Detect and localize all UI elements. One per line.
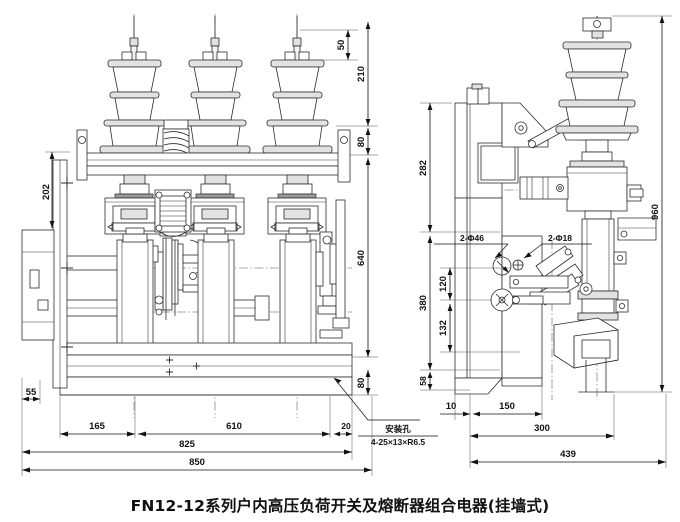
hole-46-label: 2-Φ46	[460, 233, 484, 243]
dim-640-label: 640	[356, 250, 367, 266]
hole-18-label: 2-Φ18	[548, 233, 572, 243]
dim-132-label: 132	[438, 320, 449, 336]
dim-202: 202	[41, 151, 70, 228]
switch-body-3	[267, 174, 327, 235]
mounting-hole-spec-label: 4-25×13×R6.5	[371, 437, 426, 447]
dim-50: 50	[300, 29, 358, 61]
dim-380-label: 380	[418, 295, 429, 311]
dim-850-label: 850	[189, 457, 205, 468]
side-bottom-terminal	[553, 317, 619, 393]
dim-10-label: 10	[446, 401, 457, 412]
base-frame	[21, 159, 353, 396]
upper-frame	[76, 129, 351, 183]
bushing-insulator-2	[180, 16, 251, 154]
dim-55: 55	[21, 378, 41, 404]
dim-150-label: 150	[499, 401, 515, 412]
dim-150: 150	[473, 386, 543, 420]
dim-80-bot: 80	[352, 370, 378, 396]
switch-body-group	[104, 174, 327, 235]
dim-282: 282	[418, 102, 500, 233]
drawing-caption: FN12-12系列户内高压负荷开关及熔断器组合电器(挂墙式)	[130, 497, 550, 515]
dim-210-label: 210	[356, 66, 367, 82]
dim-300-label: 300	[534, 423, 550, 434]
front-view: 202 55 165 610	[21, 14, 438, 476]
dim-850: 850	[21, 396, 373, 476]
dim-825-label: 825	[179, 439, 196, 450]
dim-960: 960	[612, 15, 672, 393]
dim-20-label: 20	[341, 421, 351, 431]
dim-202-label: 202	[41, 184, 52, 200]
switch-body-1	[104, 174, 164, 235]
dim-610-label: 610	[226, 421, 242, 432]
dim-120-label: 120	[438, 276, 449, 292]
dim-10: 10	[440, 394, 471, 468]
dim-58-label: 58	[418, 376, 428, 386]
lower-linkage	[490, 245, 593, 312]
dim-439-label: 439	[560, 449, 576, 460]
dim-165: 165	[59, 396, 136, 438]
dim-132: 132	[438, 304, 520, 353]
dim-120: 120	[438, 267, 510, 301]
dim-58: 58	[418, 372, 470, 391]
dim-282-label: 282	[418, 160, 429, 176]
side-view: 282 380 120 132	[418, 15, 672, 468]
dim-640: 640	[352, 158, 378, 358]
side-switch-body	[519, 139, 644, 220]
dim-80-bot-label: 80	[356, 378, 367, 389]
dim-210: 210	[336, 22, 378, 127]
dim-55-label: 55	[26, 387, 37, 398]
mounting-hole-label: 安装孔	[385, 424, 411, 434]
mounting-cross-group	[61, 177, 73, 353]
mounting-hole-note: 安装孔 4-25×13×R6.5	[333, 377, 438, 447]
operating-mechanism	[145, 189, 206, 320]
dim-20: 20	[334, 396, 353, 460]
dim-960-label: 960	[650, 204, 661, 220]
side-bushing-insulator	[555, 16, 639, 141]
dim-165-label: 165	[89, 421, 106, 432]
hole-18-note: 2-Φ18	[512, 233, 592, 271]
dim-50-label: 50	[336, 40, 347, 51]
side-fuse-cylinder	[577, 217, 657, 321]
dim-610: 610	[138, 396, 331, 438]
bushing-insulator-3	[262, 16, 333, 154]
dim-80-top: 80	[350, 128, 378, 156]
hole-46-note: 2-Φ46	[434, 233, 512, 276]
bushing-insulator-group	[99, 16, 333, 164]
dim-380: 380	[418, 236, 500, 371]
dim-439: 439	[470, 394, 667, 468]
dim-80-top-label: 80	[356, 137, 367, 148]
base-plus-marks	[166, 356, 200, 376]
dim-300: 300	[470, 394, 615, 440]
bushing-insulator-1	[99, 16, 170, 154]
dim-825: 825	[22, 439, 352, 455]
